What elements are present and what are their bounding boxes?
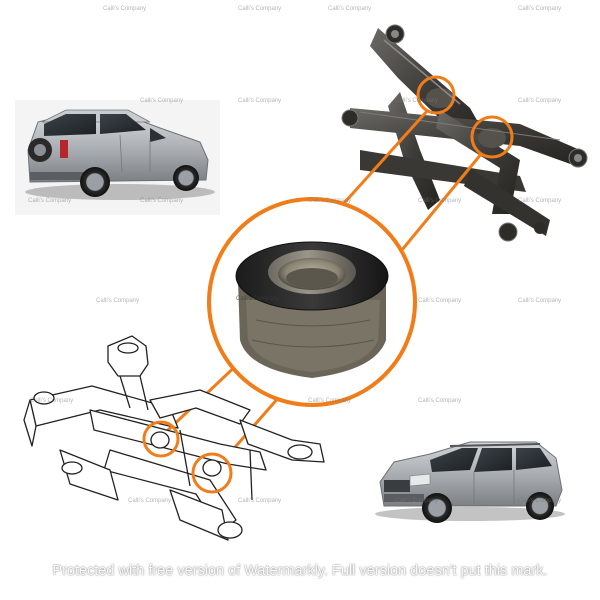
suv-rear-view-photo	[15, 100, 220, 215]
watermarkly-notice: Protected with free version of Watermark…	[52, 563, 548, 579]
subframe-line-drawing	[23, 335, 325, 541]
suv-front-view-photo	[375, 441, 565, 523]
rear-subframe-photo	[341, 24, 588, 242]
top-bushing-highlight-2	[470, 115, 514, 159]
bushing-brand-watermark: Calli's Company	[236, 296, 280, 302]
drawing-bushing-highlight-2	[191, 452, 233, 494]
top-bushing-highlight-1	[416, 75, 456, 115]
bushing-zoom	[207, 197, 417, 407]
drawing-bushing-highlight-1	[142, 420, 180, 458]
